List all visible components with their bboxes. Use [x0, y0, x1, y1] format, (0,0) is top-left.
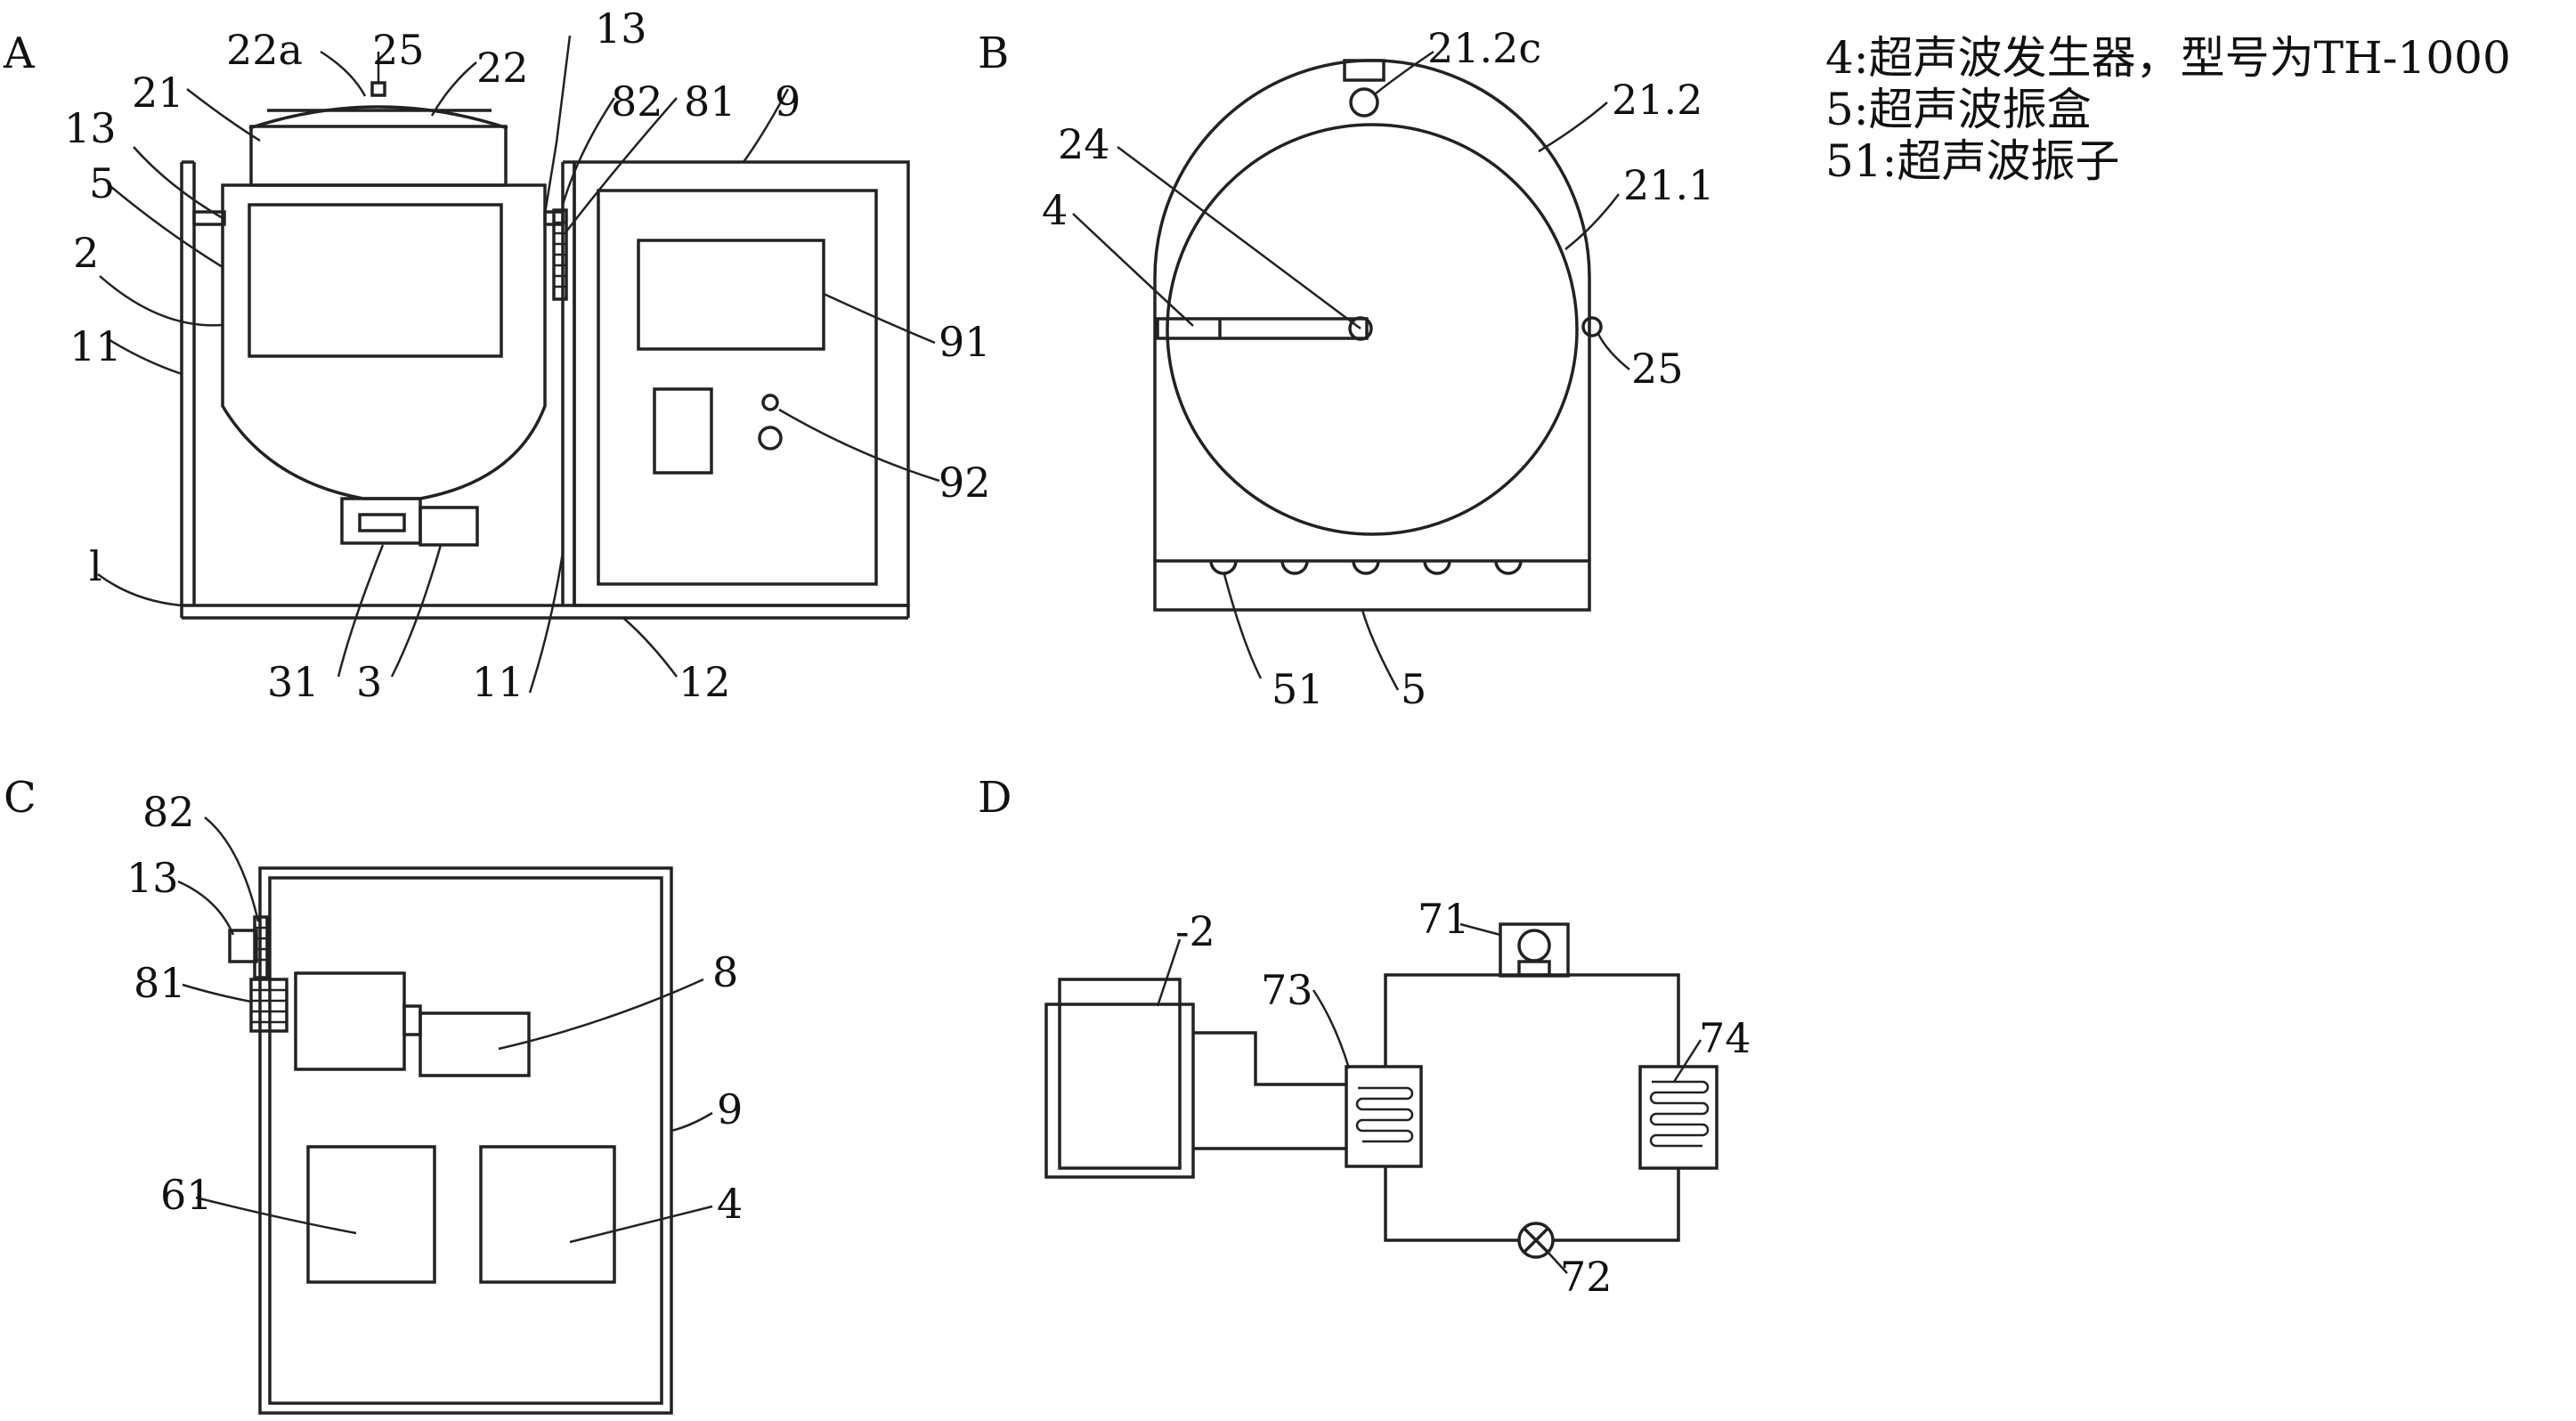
label-74: 74 [1699, 1014, 1751, 1062]
legend-line-2: 5:超声波振盒 [1825, 84, 2092, 135]
module-61 [306, 1145, 436, 1284]
motor-3 [418, 506, 479, 547]
label-8: 8 [712, 948, 738, 996]
panel-b: B 21. [978, 24, 1714, 713]
leaders-a [97, 35, 940, 694]
label-5: 5 [1401, 665, 1426, 713]
label-13-right: 13 [595, 4, 647, 53]
tank-lid [248, 105, 508, 130]
label-61: 61 [160, 1171, 213, 1219]
generator-4 [479, 1145, 616, 1284]
transducer-51 [1280, 560, 1309, 575]
label-22a: 22a [226, 26, 303, 74]
label-9: 9 [717, 1085, 743, 1133]
legend-line-1: 4:超声波发生器，型号为TH-1000 [1825, 32, 2511, 84]
lid-knob [370, 81, 386, 97]
label-21.2c: 21.2c [1427, 24, 1541, 72]
panel-a-letter: A [3, 28, 36, 78]
control-cabinet [573, 160, 910, 607]
heat-exchanger-73 [1345, 1065, 1423, 1168]
label-4: 4 [717, 1180, 743, 1228]
panel-a: A [3, 4, 991, 706]
cooling-circuit [1044, 922, 1719, 1259]
label-2: 2 [73, 229, 99, 277]
ultrasonic-box [248, 203, 503, 358]
condenser-74 [1638, 1065, 1719, 1170]
button-icon [761, 394, 779, 411]
inner-circle [1166, 123, 1579, 536]
display-screen [637, 239, 825, 351]
tank [192, 81, 565, 547]
transducer-51 [1209, 560, 1238, 575]
label-22: 22 [476, 44, 529, 92]
label-2: -2 [1175, 907, 1215, 955]
label-11-bottom: 11 [472, 658, 524, 706]
label-1: l [89, 542, 102, 590]
pivot-25 [1581, 316, 1603, 337]
lock-icon [1349, 87, 1379, 118]
gear-82 [253, 915, 269, 979]
panel-d-letter: D [978, 773, 1012, 823]
label-5: 5 [89, 159, 115, 207]
label-72: 72 [1560, 1253, 1613, 1301]
label-71: 71 [1418, 895, 1470, 943]
label-13: 13 [126, 854, 179, 902]
label-24: 24 [1058, 120, 1110, 168]
label-73: 73 [1261, 966, 1313, 1014]
gear-81 [552, 208, 568, 301]
transducer-51 [1494, 560, 1523, 575]
legend-line-3: 51:超声波振子 [1825, 135, 2119, 187]
valve-31 [340, 497, 422, 545]
panel-c: C [4, 773, 743, 1415]
label-51: 51 [1272, 665, 1324, 713]
label-12: 12 [679, 658, 731, 706]
top-tab [1343, 59, 1386, 82]
label-82: 82 [611, 77, 663, 126]
panel-d: D -2 71 73 [978, 773, 1751, 1301]
transducer-51 [1423, 560, 1451, 575]
tank-2 [1044, 1003, 1195, 1179]
probe-24 [1156, 317, 1369, 340]
legend: 4:超声波发生器，型号为TH-1000 5:超声波振盒 51:超声波振子 [1825, 32, 2511, 187]
pivot-13 [228, 929, 258, 963]
knob-icon [758, 426, 783, 451]
label-25: 25 [372, 26, 425, 74]
valve-72-icon [1517, 1222, 1555, 1259]
label-13-left: 13 [64, 104, 117, 152]
label-81: 81 [134, 959, 186, 1007]
label-21.1: 21.1 [1623, 161, 1714, 209]
panel-b-letter: B [978, 28, 1009, 78]
label-21: 21 [132, 69, 184, 117]
ultrasonic-box-5 [1153, 559, 1591, 612]
label-92: 92 [939, 459, 991, 507]
label-81: 81 [684, 77, 736, 126]
label-3: 3 [356, 658, 382, 706]
leaders-d [1156, 922, 1702, 1274]
leaders-c [177, 816, 713, 1244]
panel-box [653, 387, 713, 475]
tank-top-view [1153, 59, 1603, 612]
leaders-b [1072, 50, 1630, 691]
label-4: 4 [1042, 186, 1068, 234]
panel-c-letter: C [4, 773, 37, 823]
label-25: 25 [1631, 345, 1684, 393]
tank-neck [249, 125, 508, 187]
motor-8 [418, 1011, 531, 1077]
label-11-left: 11 [69, 322, 122, 370]
label-91: 91 [939, 318, 991, 366]
label-9: 9 [775, 77, 800, 126]
label-82: 82 [142, 788, 195, 836]
cabinet-interior [228, 866, 673, 1415]
label-31: 31 [267, 658, 320, 706]
label-21.2: 21.2 [1612, 76, 1702, 124]
transducer-51 [1352, 560, 1380, 575]
gearbox [294, 971, 406, 1071]
gear-81 [249, 978, 288, 1033]
